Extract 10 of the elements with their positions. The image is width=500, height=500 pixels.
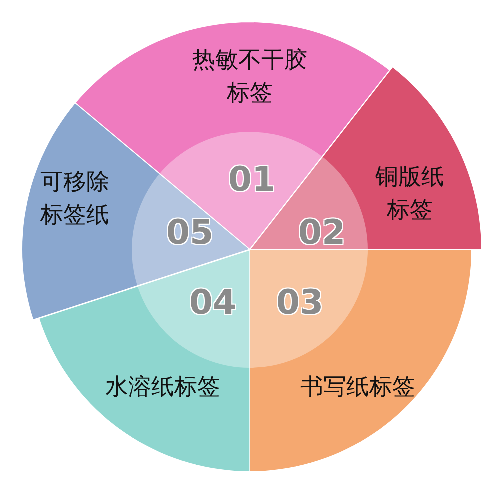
segment-label: 铜版纸标签: [374, 164, 446, 226]
segment-number: 04: [189, 283, 237, 323]
segment-number: 01: [228, 160, 276, 200]
segment-label: 热敏不干胶标签: [191, 46, 308, 109]
segment-number: 02: [298, 212, 346, 253]
segment-label: 可移除标签纸: [40, 168, 110, 231]
segment-number: 03: [276, 283, 324, 323]
segment-label: 书写纸标签: [300, 373, 416, 402]
segment-number: 05: [166, 212, 214, 253]
segment-label: 水溶纸标签: [104, 373, 222, 402]
